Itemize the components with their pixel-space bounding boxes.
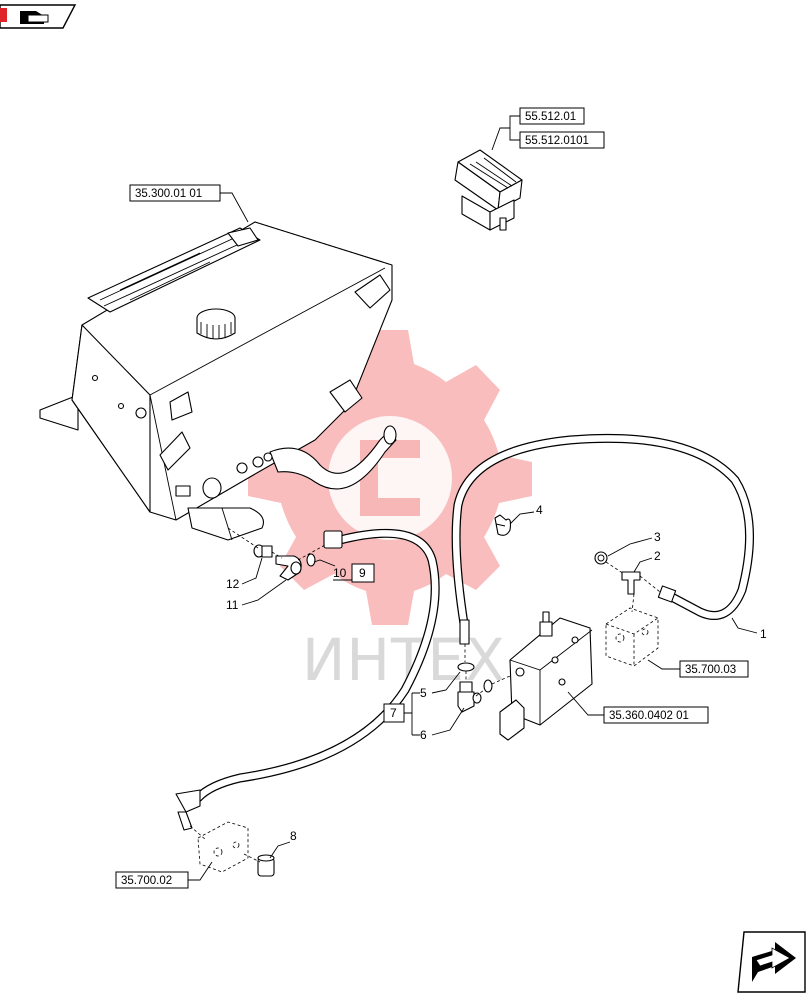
ref-35-300-01-01[interactable]: 35.300.01 01 [129, 184, 221, 202]
callout-8: 8 [269, 829, 297, 859]
cap-3 [594, 551, 608, 565]
ref-55-512-0101[interactable]: 55.512.0101 [519, 131, 605, 149]
tee-2 [621, 571, 641, 595]
callout-10: 10 [313, 559, 347, 580]
callout-3: 3 [607, 530, 661, 557]
o-ring-10 [306, 553, 316, 567]
svg-text:6: 6 [420, 728, 427, 742]
elbow-11 [275, 555, 302, 581]
hydraulic-tank [39, 221, 397, 541]
svg-text:35.300.01 01: 35.300.01 01 [135, 188, 202, 200]
svg-text:5: 5 [420, 686, 427, 700]
svg-text:2: 2 [654, 549, 661, 563]
bracket-35-700-02 [197, 821, 249, 873]
callout-6: 6 [420, 707, 465, 742]
svg-text:3: 3 [654, 530, 661, 544]
callout-1: 1 [731, 617, 767, 641]
callout-2: 2 [633, 549, 661, 573]
hose-lower [175, 528, 440, 831]
o-ring-6 [483, 679, 493, 693]
svg-text:4: 4 [536, 503, 543, 517]
svg-text:35.360.0402 01: 35.360.0402 01 [609, 710, 689, 722]
o-ring-5 [457, 662, 475, 672]
svg-text:1: 1 [760, 627, 767, 641]
hose-1 [451, 433, 754, 645]
plug-8 [257, 854, 275, 877]
svg-text:55.512.0101: 55.512.0101 [525, 135, 589, 147]
assembly-lines [189, 221, 661, 863]
valve-block [499, 611, 593, 741]
boxed-callout-7[interactable]: 7 [383, 692, 420, 736]
ref-35-700-02[interactable]: 35.700.02 [115, 871, 189, 889]
clamp-4 [494, 514, 512, 536]
callout-12: 12 [226, 557, 263, 591]
elbow-fitting-5 [457, 681, 482, 713]
svg-text:9: 9 [359, 566, 366, 580]
callout-5: 5 [420, 671, 461, 700]
svg-text:55.512.01: 55.512.01 [525, 111, 576, 123]
boxed-callout-9[interactable]: 9 [333, 563, 375, 583]
ref-55-512-01[interactable]: 55.512.01 [519, 107, 585, 125]
svg-text:10: 10 [333, 566, 347, 580]
ref-35-360-0402-01[interactable]: 35.360.0402 01 [603, 706, 709, 724]
book-page-icon[interactable] [0, 4, 77, 29]
switch-part [454, 149, 523, 231]
svg-text:8: 8 [290, 829, 297, 843]
fitting-12 [253, 544, 273, 558]
svg-text:35.700.02: 35.700.02 [121, 875, 172, 887]
callout-11: 11 [226, 579, 287, 612]
svg-text:35.700.03: 35.700.03 [685, 664, 736, 676]
svg-text:12: 12 [226, 577, 240, 591]
mount-block-35-700-03 [605, 607, 659, 667]
svg-text:11: 11 [226, 598, 239, 612]
callout-4: 4 [509, 503, 543, 525]
svg-text:7: 7 [390, 706, 397, 720]
next-page-arrow-icon[interactable] [737, 931, 806, 993]
ref-35-700-03[interactable]: 35.700.03 [679, 660, 749, 678]
